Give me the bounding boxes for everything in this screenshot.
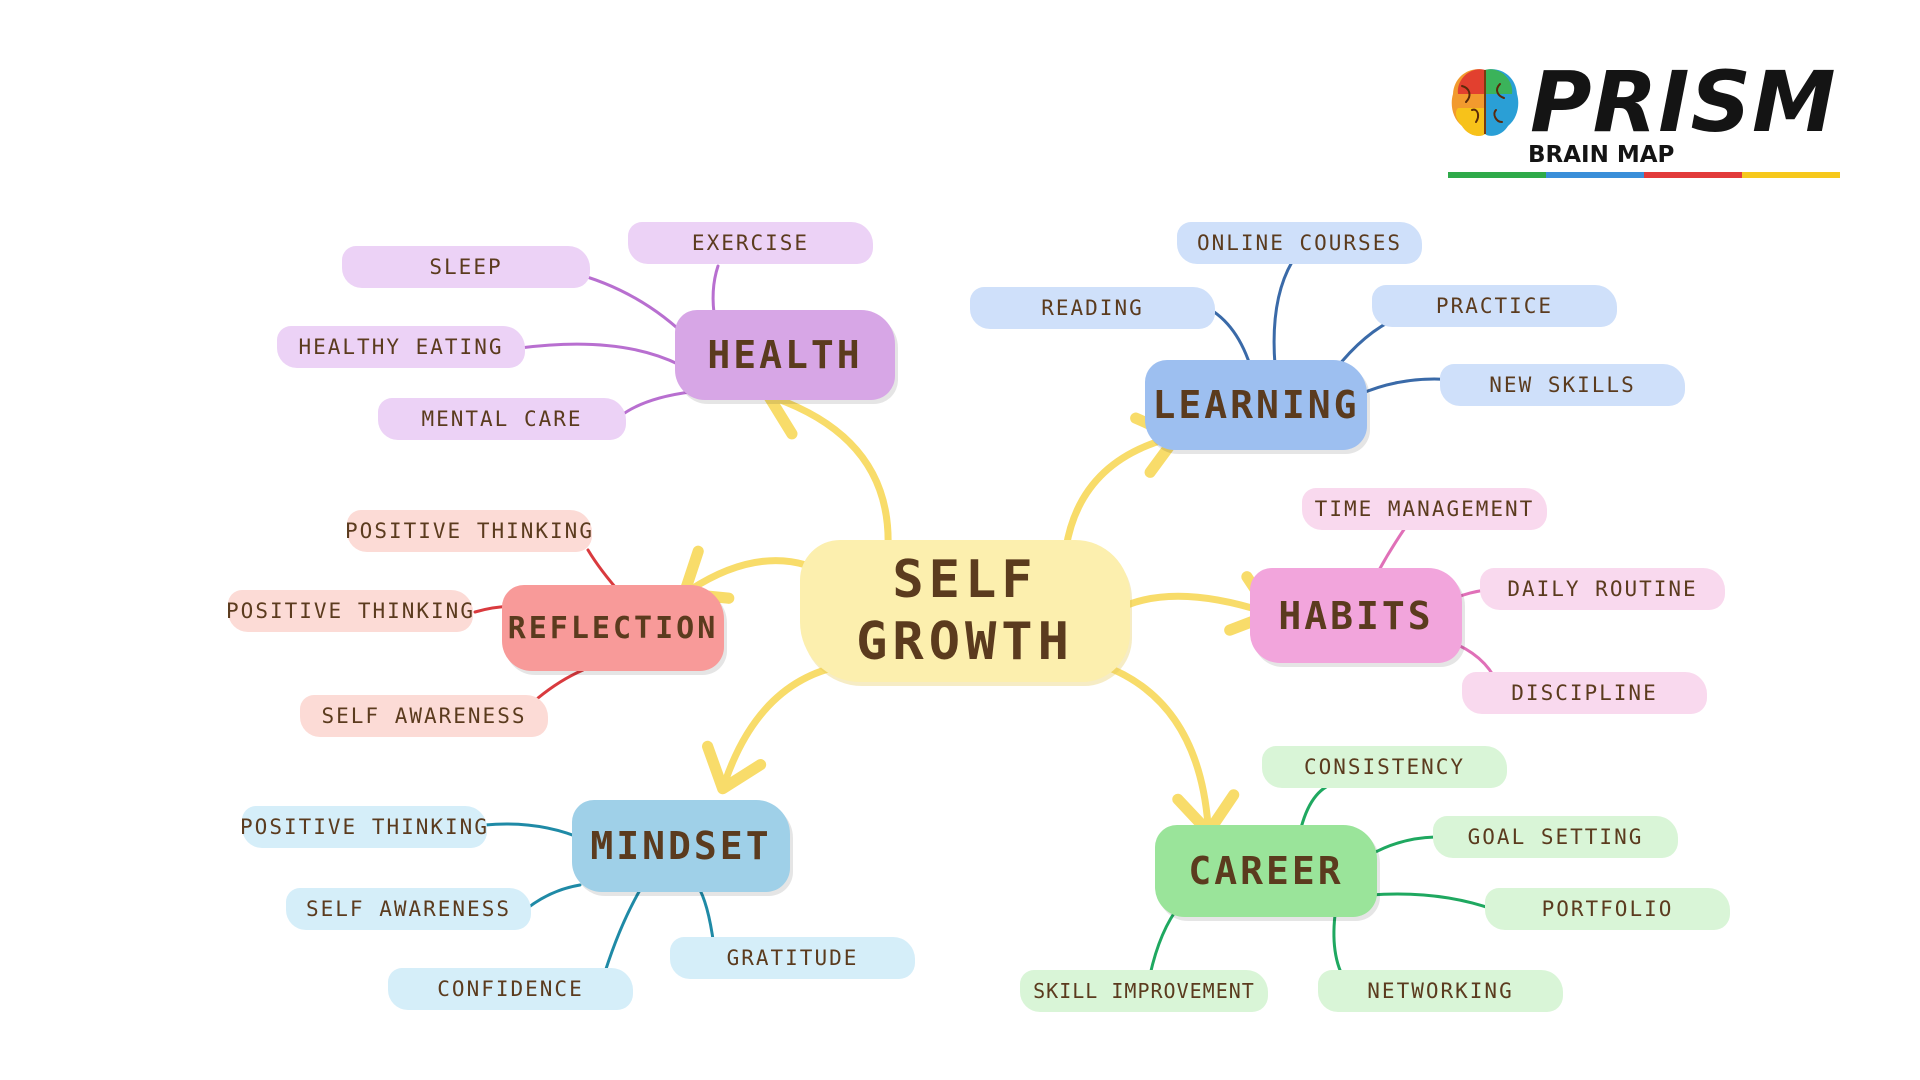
logo-bar-green (1448, 172, 1546, 178)
leaf-gratitude[interactable]: GRATITUDE (670, 937, 915, 979)
logo-subtitle: BRAIN MAP (1528, 142, 1675, 168)
branch-career[interactable]: CAREER (1155, 825, 1377, 917)
leaf-confidence[interactable]: CONFIDENCE (388, 968, 633, 1010)
leaf-online-courses[interactable]: ONLINE COURSES (1177, 222, 1422, 264)
leaf-sleep[interactable]: SLEEP (342, 246, 590, 288)
branch-mindset[interactable]: MINDSET (572, 800, 790, 892)
leaf-exercise[interactable]: EXERCISE (628, 222, 873, 264)
leaf-networking[interactable]: NETWORKING (1318, 970, 1563, 1012)
link-health-sleep (568, 270, 692, 342)
leaf-discipline[interactable]: DISCIPLINE (1462, 672, 1707, 714)
logo-color-bar (1448, 172, 1840, 178)
prism-logo: PRISM BRAIN MAP (1448, 53, 1840, 186)
leaf-self-awareness-reflection[interactable]: SELF AWARENESS (300, 695, 548, 737)
center-node-self-growth[interactable]: SELF GROWTH (800, 540, 1130, 682)
link-mindset-positive-thinking (483, 822, 587, 842)
link-mindset-self-awareness (523, 883, 582, 912)
link-mindset-confidence (603, 888, 642, 974)
center-label-line2: GROWTH (856, 612, 1074, 672)
leaf-portfolio[interactable]: PORTFOLIO (1485, 888, 1730, 930)
link-reflection-self-awareness (536, 668, 585, 700)
leaf-mental-care[interactable]: MENTAL CARE (378, 398, 626, 440)
branch-learning[interactable]: LEARNING (1145, 360, 1367, 450)
leaf-positive-thinking-reflection-1[interactable]: POSITIVE THINKING (345, 510, 592, 552)
leaf-positive-thinking-mindset[interactable]: POSITIVE THINKING (240, 806, 487, 848)
leaf-healthy-eating[interactable]: HEALTHY EATING (277, 326, 525, 368)
leaf-goal-setting[interactable]: GOAL SETTING (1433, 816, 1678, 858)
leaf-practice[interactable]: PRACTICE (1372, 285, 1617, 327)
logo-title: PRISM (1530, 53, 1837, 151)
link-career-goal-setting (1368, 835, 1437, 857)
logo-bar-yellow (1742, 172, 1840, 178)
logo-bar-red (1644, 172, 1742, 178)
branch-reflection[interactable]: REFLECTION (502, 585, 724, 671)
branch-habits[interactable]: HABITS (1250, 568, 1462, 663)
arrow-to-health (762, 375, 892, 552)
leaf-self-awareness-mindset[interactable]: SELF AWARENESS (286, 888, 531, 930)
link-learning-online-courses (1272, 260, 1294, 367)
leaf-time-management[interactable]: TIME MANAGEMENT (1302, 488, 1547, 530)
center-label-line1: SELF (892, 550, 1038, 610)
leaf-new-skills[interactable]: NEW SKILLS (1440, 364, 1685, 406)
arrow-to-learning (1062, 412, 1183, 552)
leaf-daily-routine[interactable]: DAILY ROUTINE (1480, 568, 1725, 610)
leaf-reading[interactable]: READING (970, 287, 1215, 329)
brain-icon (1451, 69, 1519, 136)
leaf-consistency[interactable]: CONSISTENCY (1262, 746, 1507, 788)
link-habits-time-management (1376, 526, 1407, 574)
arrow-to-career (1098, 661, 1240, 838)
branch-health[interactable]: HEALTH (675, 310, 895, 400)
link-career-portfolio (1368, 892, 1497, 912)
leaf-skill-improvement[interactable]: SKILL IMPROVEMENT (1020, 970, 1268, 1012)
link-health-healthy-eating (518, 342, 682, 367)
arrow-to-mindset (702, 661, 849, 795)
leaf-positive-thinking-reflection-2[interactable]: POSITIVE THINKING (226, 590, 473, 632)
logo-bar-blue (1546, 172, 1644, 178)
